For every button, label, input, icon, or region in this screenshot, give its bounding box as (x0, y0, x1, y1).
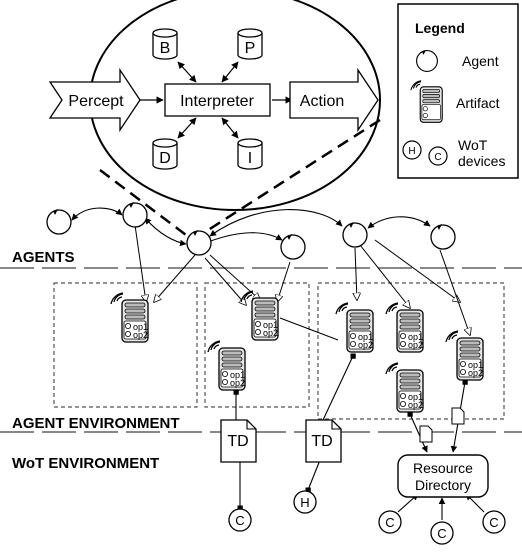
artifact-2: op1 op2 (240, 290, 279, 341)
section-agent-environment: AGENT ENVIRONMENT (12, 415, 180, 432)
agent-4 (281, 234, 305, 259)
interpreter-box (164, 83, 271, 117)
bdi-agent-detail: B P D I Interpreter (48, 0, 381, 211)
device-c-2: C (378, 510, 402, 534)
legend-h-device-icon (402, 140, 422, 160)
device-h-1: H (293, 490, 317, 514)
agent-1 (47, 209, 71, 234)
legend-wot-line2: devices (458, 153, 505, 169)
agent-3 (187, 230, 211, 255)
legend-agent-icon (416, 49, 438, 72)
percept-label: Percept (68, 93, 124, 110)
legend-agent-label: Agent (462, 53, 499, 69)
artifact-7: op1 op2 (385, 362, 424, 413)
legend-h-label: H (408, 146, 415, 157)
artifact-4-op2: op2 (358, 340, 373, 350)
section-dividers (0, 267, 522, 433)
artifact-4-op1: op1 (358, 332, 373, 342)
device-c-2-label: C (385, 515, 394, 530)
artifact-2-op1: op1 (263, 320, 278, 330)
percept-arrow (48, 67, 141, 133)
legend-title: Legend (415, 20, 465, 36)
artifact-3: op1 op2 (207, 340, 246, 391)
artifact-5: op1 op2 (385, 302, 424, 353)
section-agents: AGENTS (12, 249, 75, 266)
device-c-3: C (430, 521, 454, 545)
intentions-store: I (237, 138, 263, 170)
artifact-1: op1 op2 (110, 292, 149, 343)
artifact-1-op2: op2 (133, 330, 148, 340)
agent-artifact-use-links (134, 224, 470, 335)
workspace-2 (204, 282, 310, 408)
plans-store: P (237, 28, 263, 60)
section-wot-environment: WoT ENVIRONMENT (12, 455, 159, 472)
resource-directory-line2: Directory (415, 477, 471, 493)
agent-communication-links (71, 207, 431, 247)
legend-c-label: C (434, 152, 441, 163)
plans-label: P (245, 40, 256, 57)
device-c-1-label: C (235, 513, 244, 528)
artifact-6: op1 op2 (445, 330, 484, 381)
agent-5 (343, 222, 367, 247)
artifact-7-op2: op2 (408, 400, 423, 410)
td-2-label: TD (311, 433, 332, 450)
artifact-link (279, 317, 339, 341)
workspace-1 (53, 282, 198, 408)
artifact-6-op1: op1 (468, 360, 483, 370)
resource-directory: Resource Directory (397, 454, 489, 498)
action-arrow (289, 67, 379, 133)
device-c-3-label: C (437, 526, 446, 541)
legend-c-device-icon (428, 146, 448, 166)
artifact-2-op2: op2 (263, 328, 278, 338)
agents (47, 202, 455, 259)
wot-devices: C H C C C (228, 490, 506, 545)
artifact-3-op2: op2 (230, 378, 245, 388)
artifact-7-op1: op1 (408, 392, 423, 402)
device-h-1-label: H (300, 495, 309, 510)
td-small-1 (419, 425, 433, 443)
action-label: Action (300, 93, 344, 110)
desires-label: D (159, 150, 171, 167)
td-document-1: TD (220, 419, 257, 463)
interpreter-label: Interpreter (180, 93, 254, 110)
zoom-lines (99, 118, 381, 239)
td-1-label: TD (227, 433, 248, 450)
resource-directory-line1: Resource (413, 460, 473, 476)
beliefs-label: B (160, 40, 171, 57)
artifact-1-op1: op1 (133, 322, 148, 332)
legend: Legend Agent Artifact H C WoT devices (397, 3, 519, 179)
td-small-2 (451, 407, 465, 425)
device-c-1: C (228, 508, 252, 532)
interpreter-links (137, 61, 293, 139)
td-document-2: TD (305, 419, 342, 463)
legend-wot-line1: WoT (458, 137, 488, 153)
artifacts: op1 op2 op1 op2 op1 op2 op1 op2 op1 op2 … (110, 290, 484, 413)
beliefs-store: B (152, 28, 178, 60)
artifact-4: op1 op2 (335, 302, 374, 353)
artifact-6-op2: op2 (468, 368, 483, 378)
artifact-3-op1: op1 (230, 370, 245, 380)
device-c-4: C (482, 510, 506, 534)
agent-2 (123, 202, 147, 227)
agent-6 (431, 224, 455, 249)
artifact-5-op2: op2 (408, 340, 423, 350)
device-c-4-label: C (489, 515, 498, 530)
desires-store: D (152, 138, 178, 170)
legend-artifact-label: Artifact (456, 95, 500, 111)
artifact-5-op1: op1 (408, 332, 423, 342)
intentions-label: I (248, 150, 252, 167)
